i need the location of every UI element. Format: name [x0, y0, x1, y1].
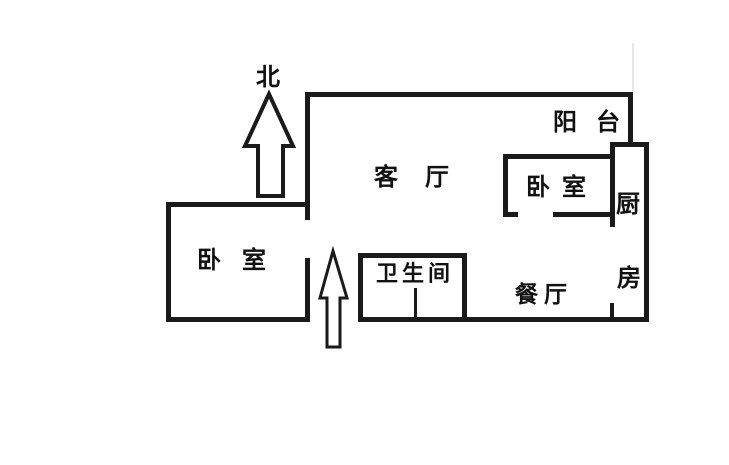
wall-center-lower: [305, 258, 310, 322]
room-label-kitchen-char-bottom: 房: [617, 265, 641, 292]
faint-artifact-line: [632, 43, 634, 91]
entrance-arrow-shape: [318, 245, 350, 349]
wall-kitchen-left: [610, 142, 615, 227]
wall-bathroom-door-mark: [414, 288, 417, 317]
wall-bathroom-right: [462, 253, 467, 317]
wall-kitchen-top: [610, 142, 648, 147]
wall-top: [308, 92, 633, 97]
wall-balcony-right: [628, 92, 633, 147]
wall-bottom-left: [166, 317, 310, 322]
wall-bedroom-right-left: [503, 154, 508, 217]
room-label-dining-room: 餐厅: [515, 281, 573, 307]
wall-bathroom-left: [358, 253, 363, 317]
room-label-bedroom-right: 卧室: [526, 174, 598, 201]
north-arrow-shape: [241, 89, 297, 198]
wall-bedroom-left-top: [166, 202, 310, 207]
north-label: 北: [256, 64, 280, 91]
entrance-arrow-icon: [318, 245, 350, 349]
room-label-kitchen-char-top: 厨: [616, 191, 640, 218]
wall-bathroom-top: [358, 253, 467, 258]
wall-bottom-right: [358, 317, 649, 322]
north-arrow-icon: [241, 89, 297, 198]
wall-kitchen-right: [644, 142, 649, 322]
wall-bedroom-right-bottom-b: [553, 212, 610, 217]
wall-left-outer: [166, 202, 171, 322]
wall-kitchen-door-jamb: [610, 303, 614, 322]
room-label-balcony: 阳台: [553, 109, 639, 136]
room-label-living-room: 客厅: [374, 164, 476, 191]
wall-bedroom-right-top: [503, 154, 610, 159]
room-label-bathroom: 卫生间: [376, 261, 455, 286]
room-label-bedroom-left: 卧室: [197, 247, 287, 274]
wall-bedroom-right-bottom-a: [503, 212, 518, 217]
wall-center-upper: [305, 92, 310, 220]
